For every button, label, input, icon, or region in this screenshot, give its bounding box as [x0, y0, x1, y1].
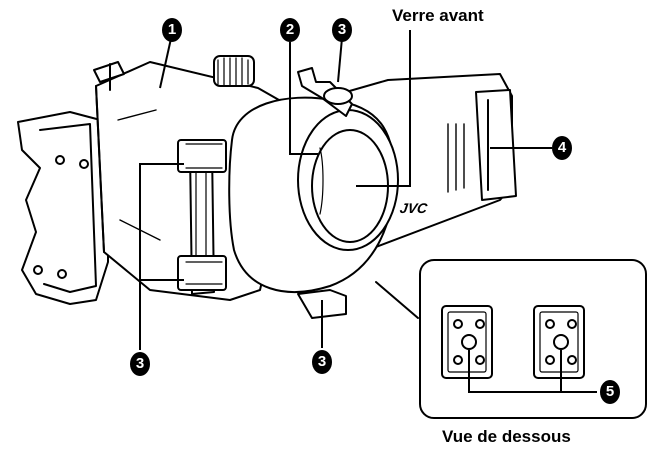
callout-3-top: 3 — [332, 18, 352, 42]
bottom-view-label: Vue de dessous — [442, 427, 571, 446]
callout-3-bottom: 3 — [312, 350, 332, 374]
mount-plate-right — [533, 305, 585, 379]
latch-lower — [177, 255, 227, 291]
callout-2: 2 — [280, 18, 300, 42]
callout-3-left: 3 — [130, 352, 150, 376]
mount-plate-left — [441, 305, 493, 379]
callout-1: 1 — [162, 18, 182, 42]
right-handle — [475, 89, 517, 201]
jvc-logo: JVC — [398, 200, 429, 216]
callout-5: 5 — [600, 380, 620, 404]
front-glass-label: Verre avant — [392, 6, 484, 25]
latch-upper — [177, 139, 227, 173]
callout-4: 4 — [552, 136, 572, 160]
